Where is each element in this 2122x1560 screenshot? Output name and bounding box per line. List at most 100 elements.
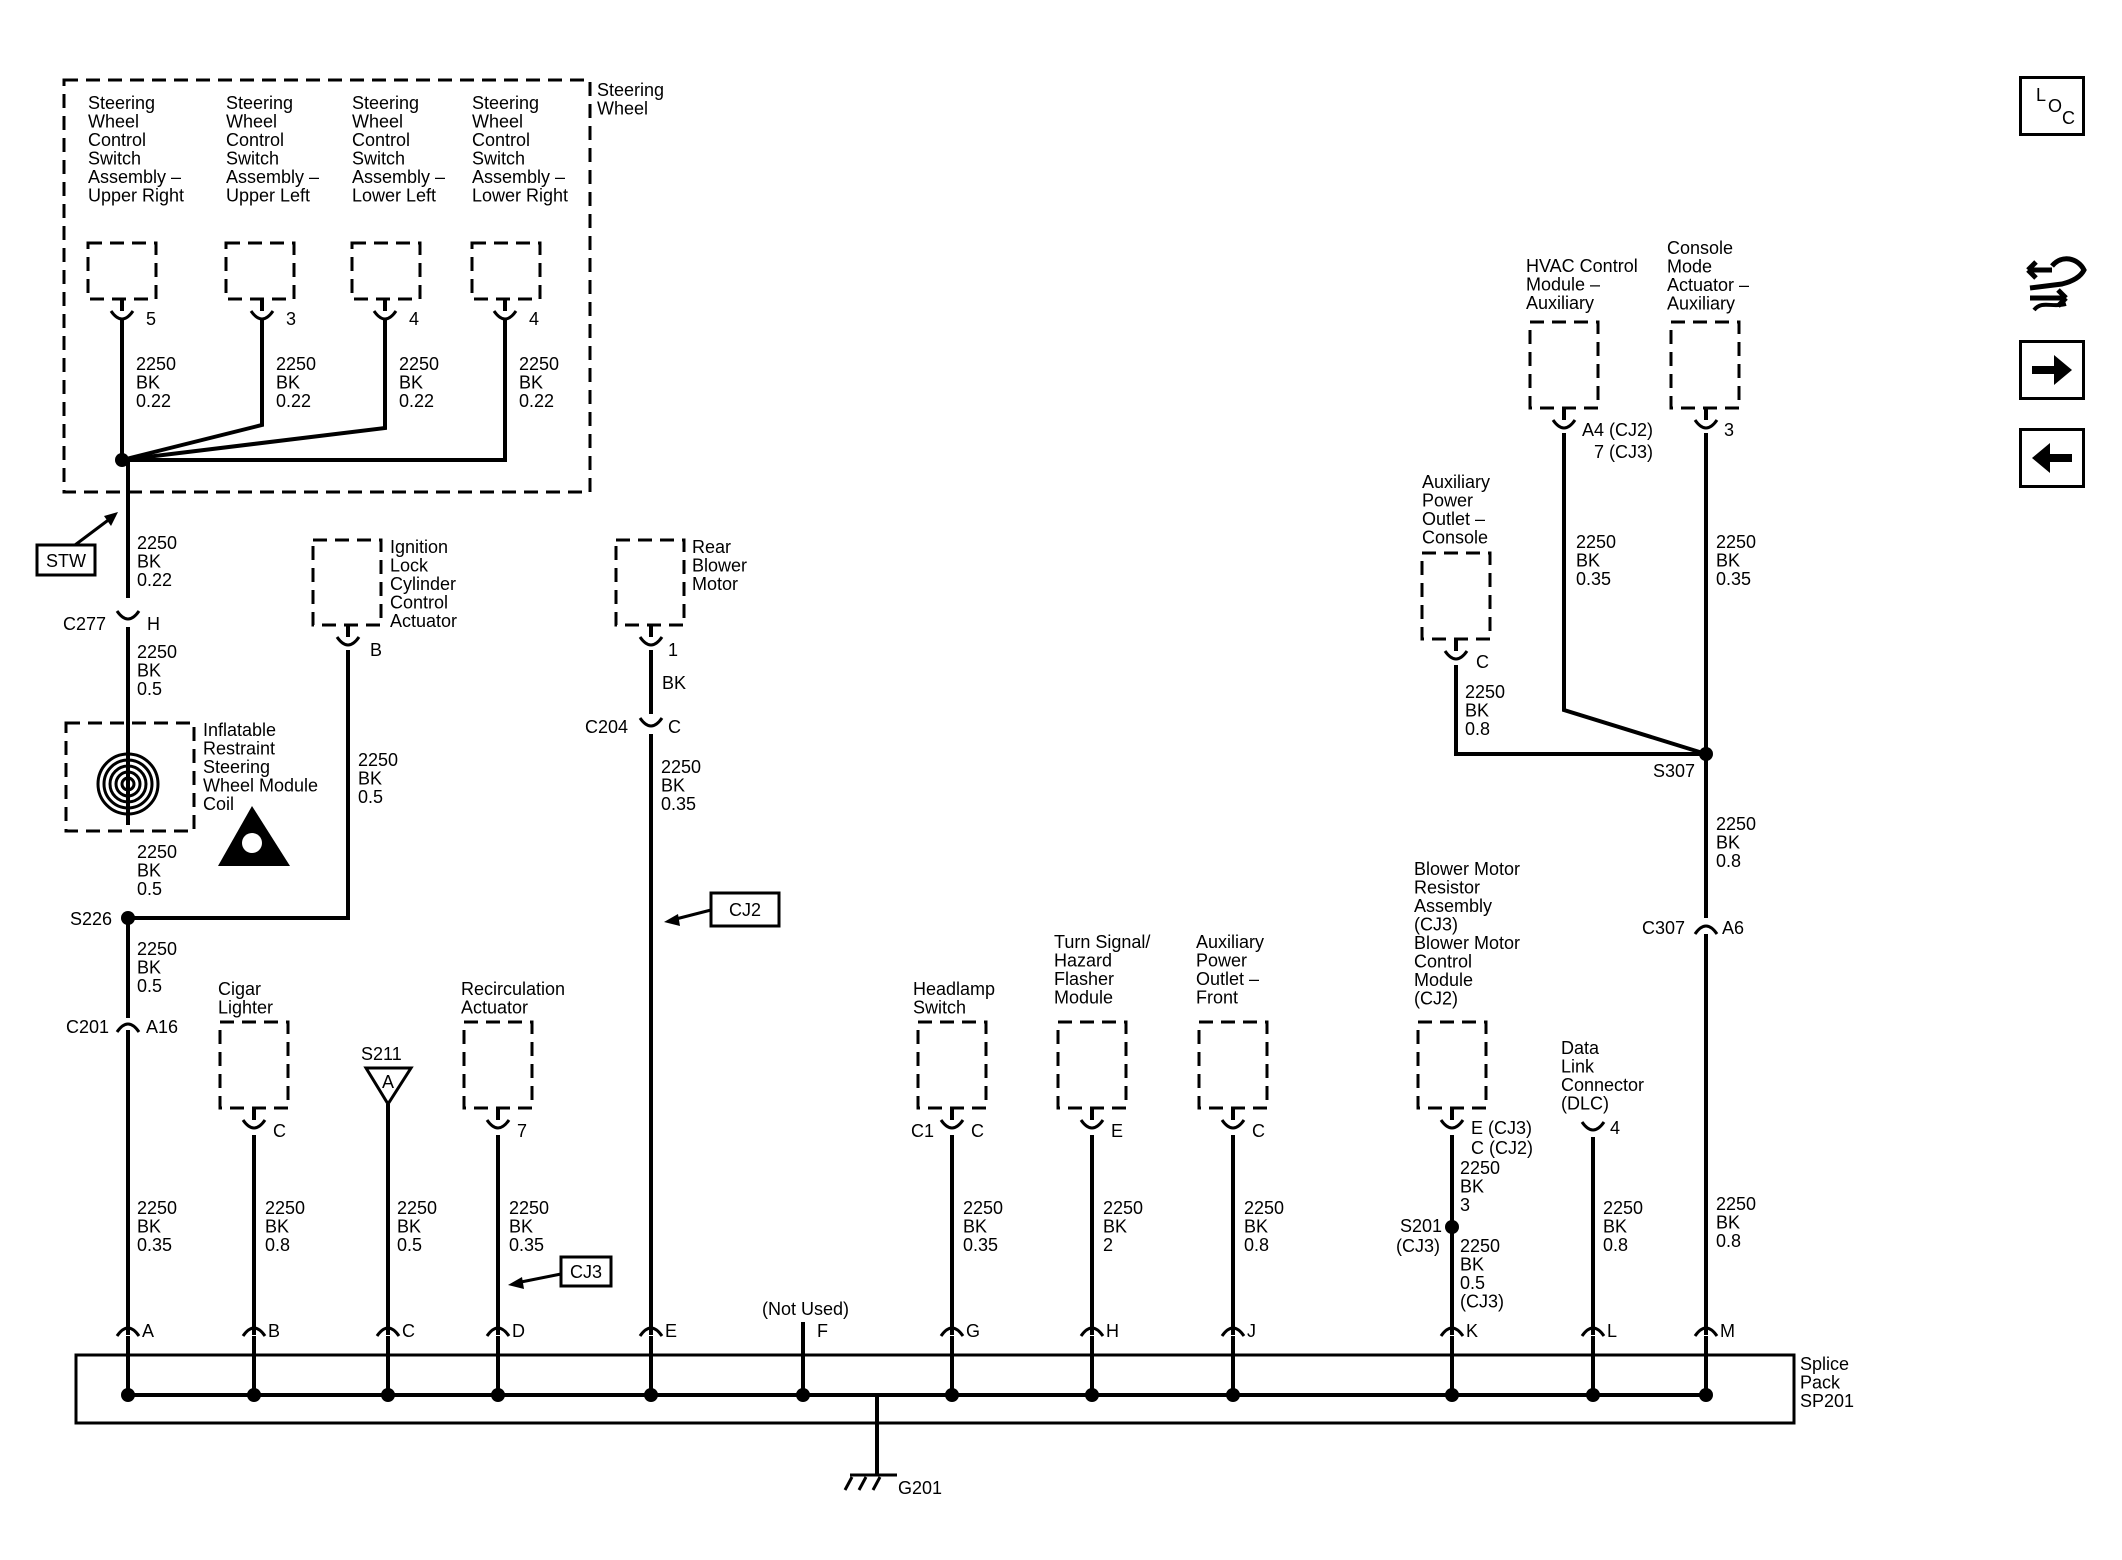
splice-pin-3-node (491, 1388, 505, 1402)
s211-wire-spec-line: 0.5 (397, 1235, 422, 1255)
wiring-harness-button[interactable] (2022, 248, 2090, 318)
steering-switch-3-label-line: Lower Right (472, 186, 568, 206)
dlc-pin: 4 (1610, 1118, 1620, 1138)
steering-switch-0-label-line: Steering (88, 93, 155, 113)
wire-a-5-spec-line: BK (137, 1217, 161, 1237)
wire-a-2-spec-line: 2250 (137, 642, 177, 662)
s211-triangle (363, 1066, 414, 1107)
c201-terminal (115, 1022, 141, 1033)
wire-a-4-spec-line: BK (137, 958, 161, 978)
loc-button[interactable]: L O C (2019, 76, 2085, 136)
previous-page-button[interactable] (2019, 428, 2085, 488)
blower-wire-1-spec-line: BK (1460, 1177, 1484, 1197)
wire-a-3-spec-line: 0.5 (137, 879, 162, 899)
headlamp-switch-wire-spec-line: 2250 (963, 1198, 1003, 1218)
headlamp-label-line: Switch (913, 998, 966, 1018)
cj3-label: CJ3 (570, 1262, 602, 1282)
steering-switch-2-wire-spec-line: BK (399, 373, 423, 393)
steering-switch-3-label-line: Switch (472, 149, 525, 169)
c307-label: C307 (1642, 918, 1685, 938)
cigar-lighter-pin-label: C (273, 1121, 286, 1141)
splice-pin-L-terminal (1580, 1326, 1606, 1337)
turn-flasher-wire-spec-line: BK (1103, 1217, 1127, 1237)
steering-switch-3-pin-terminal (492, 310, 518, 321)
splice-pin-5-node (796, 1388, 810, 1402)
dlc-label-line: Connector (1561, 1075, 1644, 1095)
splice-pin-2-label: C (402, 1321, 415, 1341)
splice-pin-10-label: L (1607, 1321, 1617, 1341)
aux-console-pin-label: C (1476, 652, 1489, 672)
hvac-label-line: HVAC Control (1526, 256, 1638, 276)
s211-wire-spec-line: BK (397, 1217, 421, 1237)
m-wire-1-spec-line: 2250 (1716, 814, 1756, 834)
not-used-label: (Not Used) (762, 1299, 849, 1319)
aux-console-wire-spec-line: 2250 (1465, 682, 1505, 702)
dlc-label-line: (DLC) (1561, 1094, 1609, 1114)
steering-switch-2-label-line: Steering (352, 93, 419, 113)
splice-pin-B-terminal (241, 1326, 267, 1337)
steering-switch-0-label-line: Wheel (88, 112, 139, 132)
arrow-right-icon (2032, 355, 2072, 385)
steering-switch-2 (350, 241, 422, 301)
steering-switch-2-label-line: Wheel (352, 112, 403, 132)
headlamp-c1-label: C1 (911, 1121, 934, 1141)
dlc-label-line: Link (1561, 1057, 1595, 1077)
splice-pin-2-node (381, 1388, 395, 1402)
s201-splice (1445, 1220, 1459, 1234)
turn-flasher-wire-spec-line: 2250 (1103, 1198, 1143, 1218)
m-wire-2-spec-line: 0.8 (1716, 1231, 1741, 1251)
m-wire-2-spec-line: BK (1716, 1213, 1740, 1233)
ground-hatch-0 (843, 1476, 854, 1491)
console-mode-actuator (1669, 320, 1741, 410)
steering-switch-1-wire-spec-line: 2250 (276, 354, 316, 374)
steering-switch-0-label-line: Control (88, 130, 146, 150)
splice-pin-4-label: E (665, 1321, 677, 1341)
steering-switch-1 (224, 241, 296, 301)
cj2-arrow-head (664, 914, 680, 926)
c204-label: C204 (585, 717, 628, 737)
aux-outlet-front-pin-terminal (1220, 1119, 1246, 1130)
coil-spiral-icon (120, 776, 136, 792)
aux-front-label-line: Outlet – (1196, 969, 1259, 989)
steering-switch-1-pin-terminal (249, 310, 275, 321)
c277-terminal (115, 610, 141, 621)
splice-pack-label-line: Pack (1800, 1373, 1841, 1393)
ignition-wire (128, 650, 350, 920)
cj3-arrow-line (515, 1272, 562, 1285)
splice-pin-H-terminal (1079, 1326, 1105, 1337)
wire-a-4-spec-line: 0.5 (137, 976, 162, 996)
headlamp-switch-pin-label: C (971, 1121, 984, 1141)
coil-spiral-icon (114, 770, 142, 798)
steering-switch-1-label-line: Wheel (226, 112, 277, 132)
rear-blower-wire-2-spec-line: BK (661, 776, 685, 796)
splice-pin-1-label: B (268, 1321, 280, 1341)
console-mode-wire-spec-line: BK (1716, 551, 1740, 571)
recirc-actuator-pin-label: 7 (517, 1121, 527, 1141)
rear-blower-pin-terminal (638, 636, 664, 647)
steering-switch-0-pin-terminal (109, 310, 135, 321)
steering-switch-3-label-line: Wheel (472, 112, 523, 132)
wire-a-1-spec-line: 0.22 (137, 570, 172, 590)
cj3-tag (559, 1255, 613, 1288)
splice-pin-M-terminal (1693, 1326, 1719, 1337)
c201-label: C201 (66, 1017, 109, 1037)
coil-component (64, 721, 196, 833)
rear-blower-wire-2-spec-line: 0.35 (661, 794, 696, 814)
splice-pin-7-label: H (1106, 1321, 1119, 1341)
splice-pin-6-label: G (966, 1321, 980, 1341)
rear-blower-pin-label: 1 (668, 640, 678, 660)
splice-pin-J-terminal (1220, 1326, 1246, 1337)
next-page-button[interactable] (2019, 340, 2085, 400)
s307-label: S307 (1653, 761, 1695, 781)
hvac-label-line: Auxiliary (1526, 293, 1594, 313)
wire-a-1-spec-line: BK (137, 552, 161, 572)
splice-pin-8-node (1226, 1388, 1240, 1402)
loc-icon: L O C (2036, 85, 2075, 128)
splice-pin-D-terminal (485, 1326, 511, 1337)
splice-pack-label-line: SP201 (1800, 1391, 1854, 1411)
turn-flasher (1056, 1020, 1128, 1110)
hvac-wire (1562, 433, 1707, 756)
c307-terminal (1693, 924, 1719, 935)
